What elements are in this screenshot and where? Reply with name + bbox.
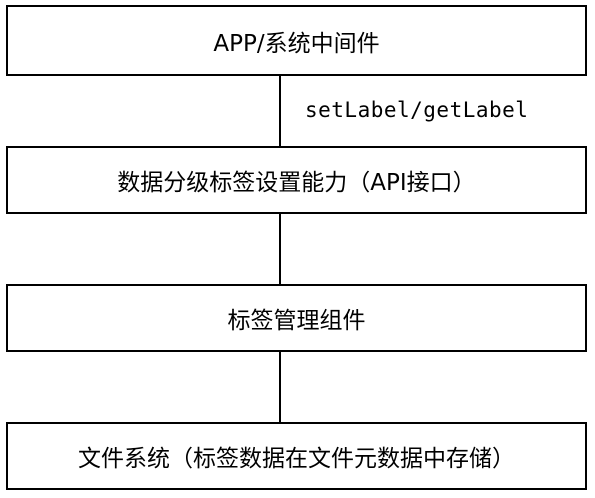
api-capability-box: 数据分级标签设置能力（API接口）: [6, 146, 587, 214]
file-system-box: 文件系统（标签数据在文件元数据中存储）: [6, 422, 587, 490]
connector-tag-management-to-file-system: [279, 352, 281, 422]
connector-app-to-api: [279, 76, 281, 146]
connector-api-to-tag-management: [279, 214, 281, 284]
tag-management-label: 标签管理组件: [227, 308, 366, 334]
api-call-label: setLabel/getLabel: [305, 98, 529, 122]
tag-management-box: 标签管理组件: [6, 284, 587, 352]
app-middleware-box: APP/系统中间件: [6, 5, 587, 76]
api-capability-label: 数据分级标签设置能力（API接口）: [117, 170, 476, 196]
app-middleware-label: APP/系统中间件: [213, 30, 380, 57]
file-system-label: 文件系统（标签数据在文件元数据中存储）: [78, 446, 515, 472]
